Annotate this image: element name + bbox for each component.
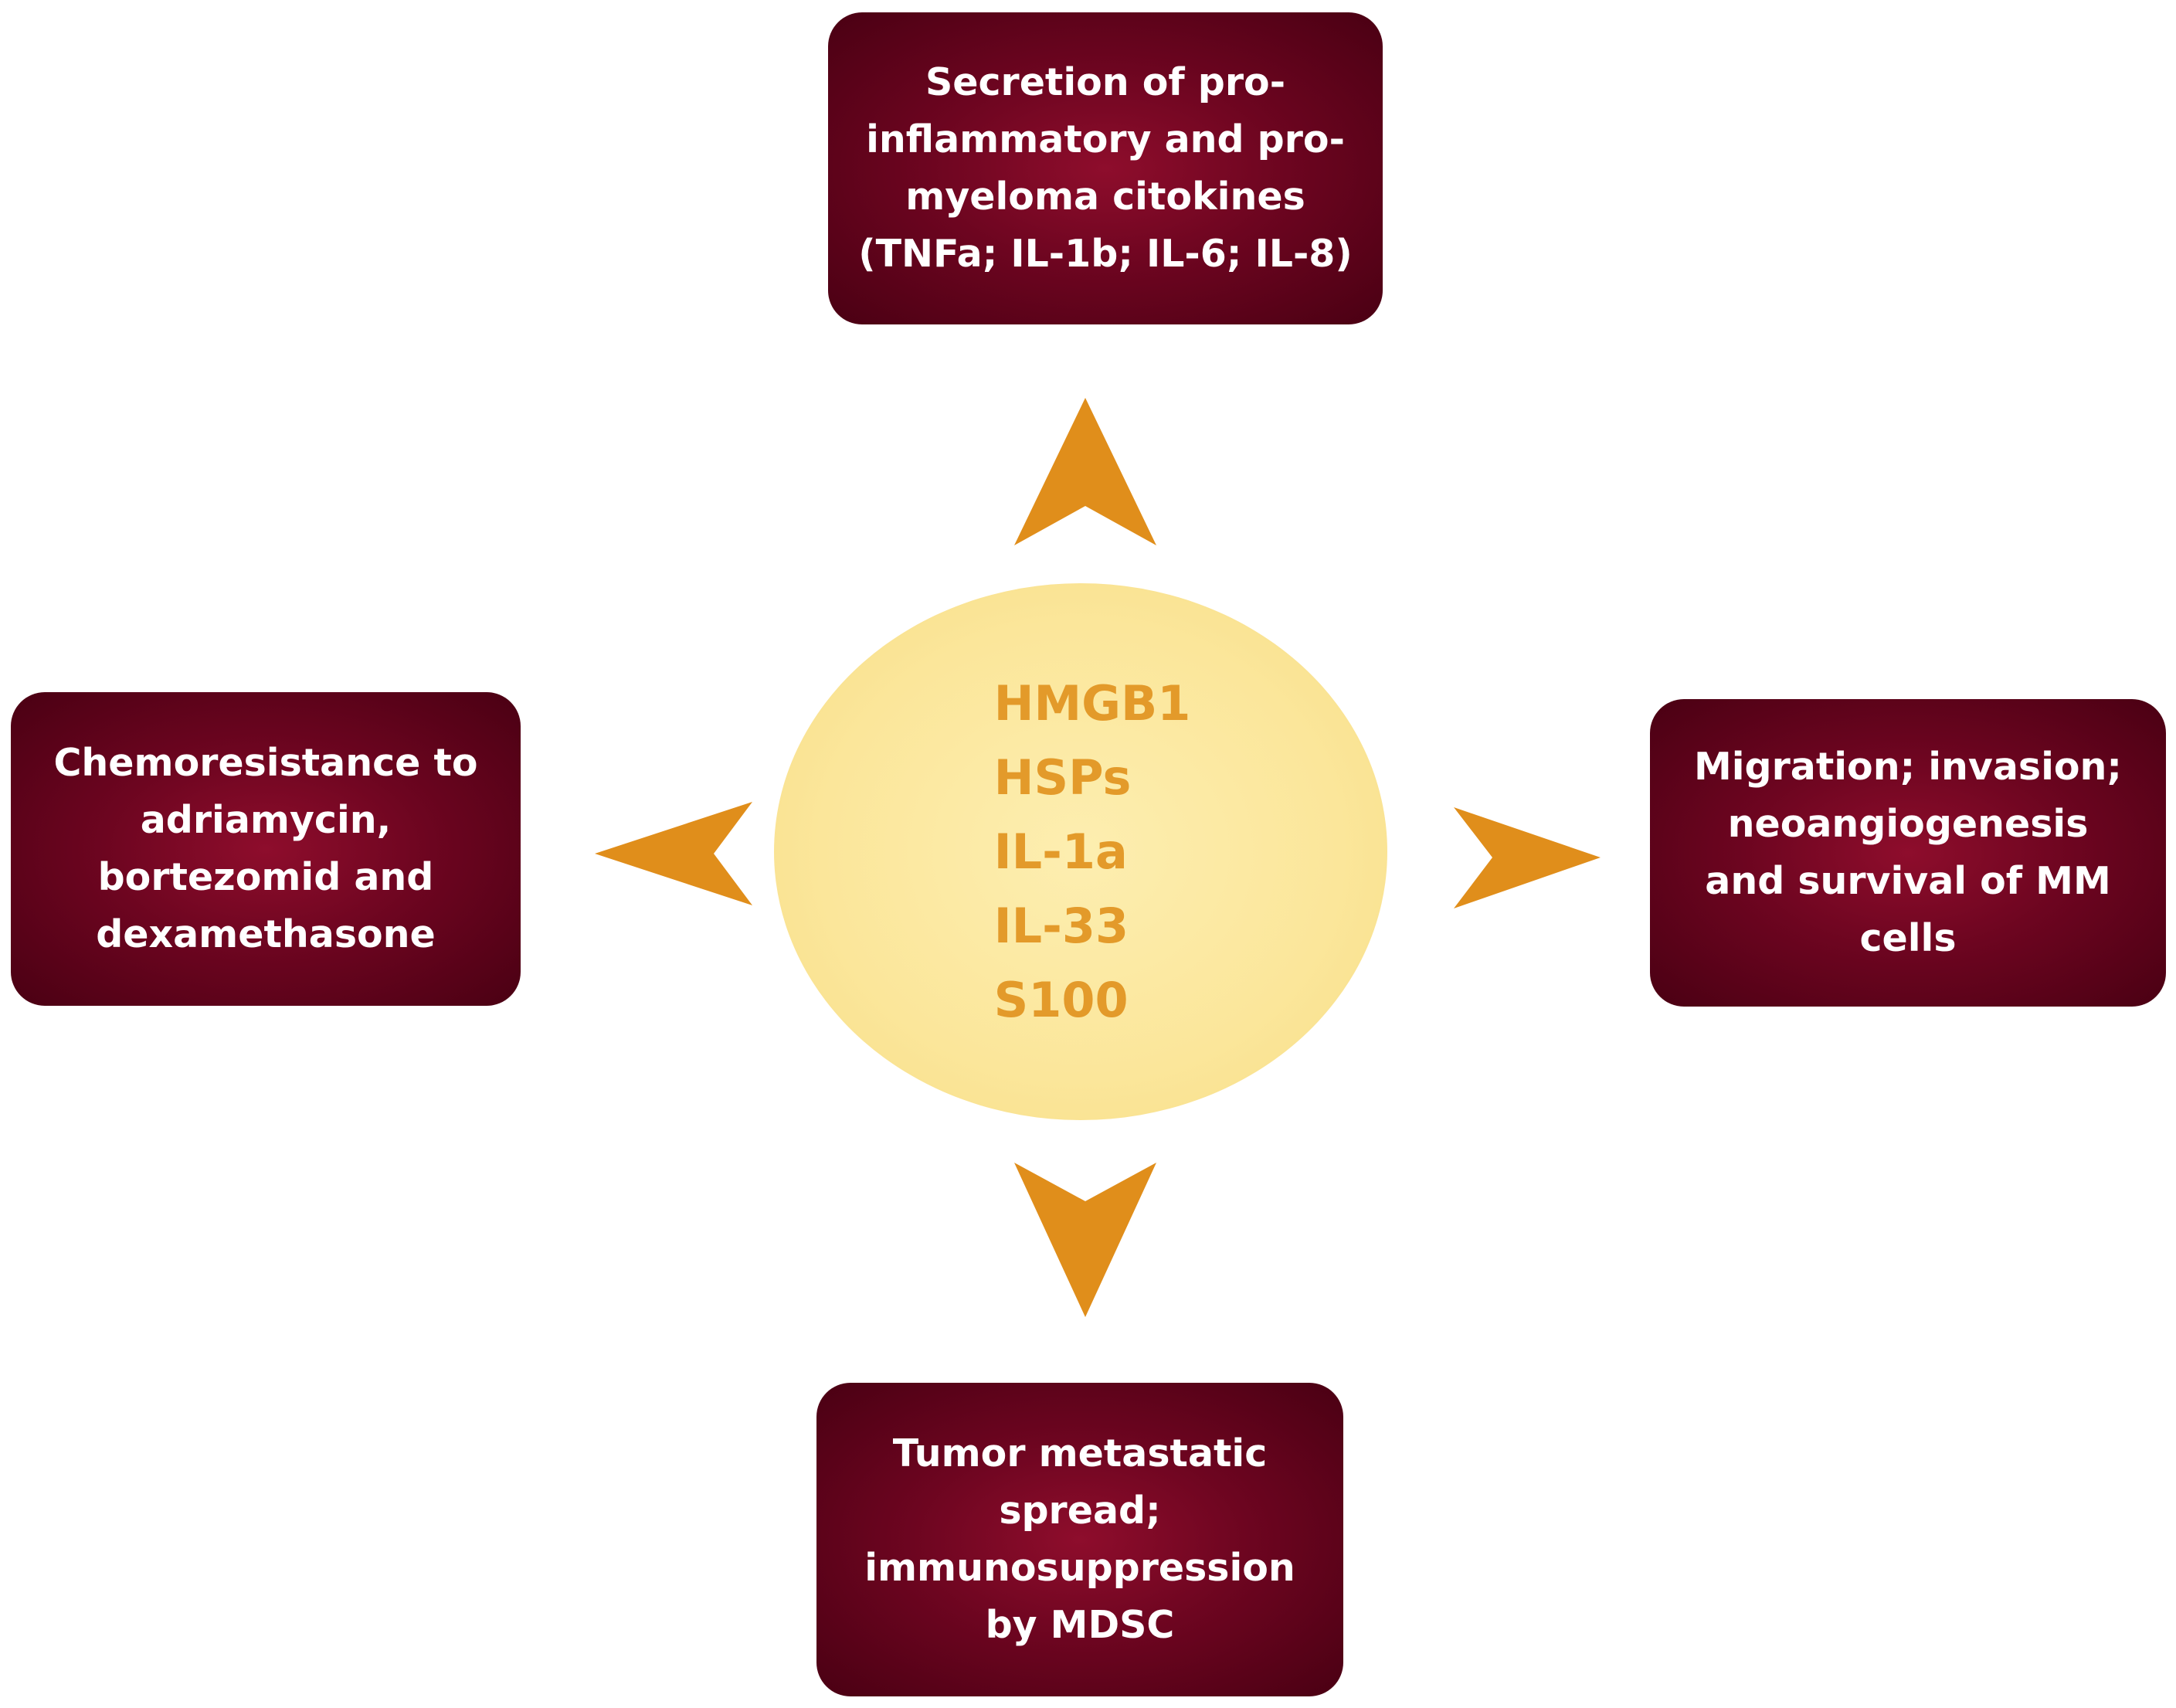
effect-box-right: Migration; invasion; neoangiogenesis and… — [1650, 699, 2166, 1007]
effect-box-top: Secretion of pro- inflammatory and pro- … — [828, 12, 1383, 324]
effect-box-bottom: Tumor metastatic spread; immunosuppressi… — [816, 1383, 1343, 1696]
center-item-il-1a: IL-1a — [993, 823, 1128, 880]
effect-box-top-text: Secretion of pro- inflammatory and pro- … — [858, 60, 1353, 276]
effect-box-right-text: Migration; invasion; neoangiogenesis and… — [1693, 745, 2123, 960]
effect-box-left-text: Chemoresistance to adriamycin, bortezomi… — [53, 741, 478, 956]
arrow-down — [1014, 1163, 1156, 1317]
center-ellipse: HMGB1 HSPs IL-1a IL-33 S100 — [774, 583, 1387, 1120]
arrow-up — [1014, 398, 1156, 545]
effect-box-bottom-text: Tumor metastatic spread; immunosuppressi… — [864, 1431, 1295, 1647]
center-item-hsps: HSPs — [993, 749, 1132, 806]
center-item-s100: S100 — [993, 971, 1129, 1028]
arrow-left — [595, 802, 752, 905]
center-item-il-33: IL-33 — [993, 897, 1129, 954]
arrow-right — [1454, 807, 1601, 908]
center-item-hmgb1: HMGB1 — [993, 674, 1191, 732]
center-molecule-list: HMGB1 HSPs IL-1a IL-33 S100 — [994, 667, 1191, 1037]
effect-box-left: Chemoresistance to adriamycin, bortezomi… — [11, 692, 521, 1006]
